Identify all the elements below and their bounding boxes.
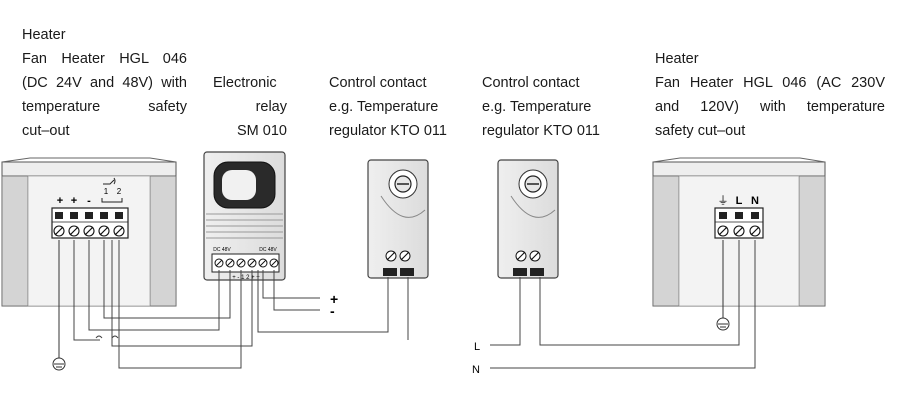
heater-dc-label-line3: (DC 24V and 48V) with xyxy=(22,75,187,91)
relay-label-dc-right: DC 48V xyxy=(259,247,277,253)
ground-icon-ac xyxy=(716,240,730,331)
heater-dc-label: Heater Fan Heater HGL 046 (DC 24V and 48… xyxy=(22,23,187,143)
heater-ac-label: Heater Fan Heater HGL 046 (AC 230V and 1… xyxy=(655,47,885,143)
heater-dc-label-line2: Fan Heater HGL 046 xyxy=(22,51,187,67)
supply-minus-label: - xyxy=(330,303,335,319)
supply-neutral-label: N xyxy=(472,364,480,376)
control-contact-2-line2: e.g. Temperature xyxy=(482,99,592,115)
control-contact-1 xyxy=(367,159,429,279)
heater-dc-label-line1: Heater xyxy=(22,27,66,43)
heater-ac-label-line1: Heater xyxy=(655,51,699,67)
ground-icon-dc xyxy=(52,240,66,371)
control-contact-2-line1: Control contact xyxy=(482,75,580,91)
relay-label: Electronic relay SM 010 xyxy=(213,71,287,143)
electronic-relay: DC 48V DC 48V + - 1 2 + + xyxy=(203,151,286,281)
control-contact-1-line3: regulator KTO 011 xyxy=(329,123,447,139)
heater-ac-terminal-earth: ⏚ xyxy=(718,194,729,207)
heater-dc: + + - 1 2 xyxy=(1,157,177,307)
heater-dc-terminal-minus: - xyxy=(87,195,91,207)
thermal-cutout-icon xyxy=(101,177,123,203)
relay-terminal-labels: + - 1 2 + + xyxy=(232,275,260,281)
relay-label-line3: SM 010 xyxy=(237,123,287,139)
heater-dc-terminal-2: 2 xyxy=(117,187,122,196)
wiring xyxy=(73,240,756,369)
heater-dc-terminal-plus-1: + xyxy=(57,195,63,207)
control-contact-2 xyxy=(497,159,559,279)
relay-label-dc-left: DC 48V xyxy=(213,247,231,253)
heater-dc-terminal-block xyxy=(51,207,129,239)
supply-line-label: L xyxy=(474,341,480,353)
control-contact-2-line3: regulator KTO 011 xyxy=(482,123,600,139)
heater-ac-label-line3: and 120V) with temperature xyxy=(655,99,885,115)
relay-label-line2: relay xyxy=(255,99,287,115)
heater-dc-label-line5: cut–out xyxy=(22,123,70,139)
heater-ac-terminal-n: N xyxy=(751,195,759,207)
supply-plus-label: + xyxy=(330,291,338,307)
heater-dc-label-line4: temperature safety xyxy=(22,99,187,115)
relay-label-line1: Electronic xyxy=(213,75,277,91)
heater-dc-terminal-plus-2: + xyxy=(71,195,77,207)
heater-dc-terminal-1: 1 xyxy=(104,187,109,196)
heater-ac-terminal-l: L xyxy=(736,195,743,207)
heater-ac-label-line2: Fan Heater HGL 046 (AC 230V xyxy=(655,75,885,91)
control-contact-1-line1: Control contact xyxy=(329,75,427,91)
control-contact-2-label: Control contact e.g. Temperature regulat… xyxy=(482,71,600,143)
heater-ac-label-line4: safety cut–out xyxy=(655,123,746,139)
control-contact-1-line2: e.g. Temperature xyxy=(329,99,439,115)
control-contact-1-label: Control contact e.g. Temperature regulat… xyxy=(329,71,447,143)
